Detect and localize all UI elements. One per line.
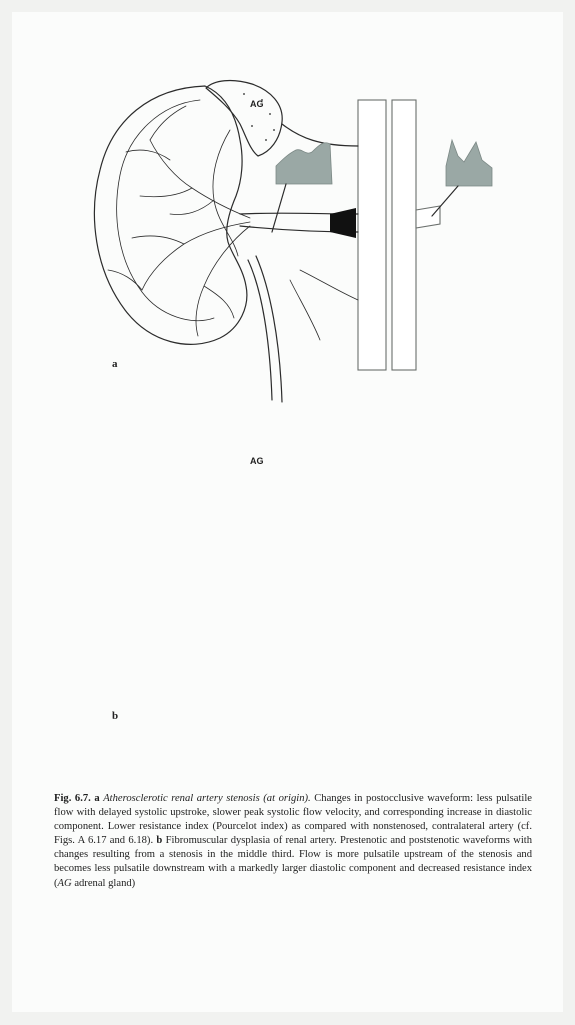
caption-b-title: Fibromuscular dysplasia of renal artery. <box>166 835 337 846</box>
kidney-a <box>94 86 246 344</box>
adrenal-gland-a <box>206 81 282 156</box>
vena-cava-vessel <box>392 100 416 370</box>
caption-a-label: a <box>94 793 99 804</box>
caption-a-title: Atherosclerotic renal artery stenosis (a… <box>103 793 310 804</box>
aorta-vessel <box>358 100 386 370</box>
panel-a <box>94 81 492 402</box>
caption-ag-abbr: AG <box>58 878 72 889</box>
panel-label-a: a <box>112 358 118 370</box>
panel-label-b: b <box>112 710 118 722</box>
ureter-a <box>248 260 272 400</box>
waveform-post-stenotic-a <box>276 143 332 184</box>
stenosis-a <box>330 208 356 238</box>
adrenal-gland-label-a: AG <box>250 99 264 109</box>
caption-ag-def: adrenal gland) <box>74 878 135 889</box>
figure-caption: Fig. 6.7. a Atherosclerotic renal artery… <box>54 792 532 891</box>
figure-number: Fig. 6.7. <box>54 793 91 804</box>
caption-b-label: b <box>156 835 162 846</box>
waveform-contralateral-a <box>446 140 492 186</box>
adrenal-gland-label-b: AG <box>250 456 264 466</box>
renal-artery-diagram: .k { fill: none; stroke: #2b2b2b; stroke… <box>0 0 575 790</box>
